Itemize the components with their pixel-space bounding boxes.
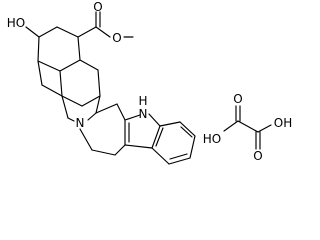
bond <box>79 128 93 151</box>
bond <box>77 36 81 61</box>
bond <box>151 125 161 149</box>
bond <box>97 69 101 97</box>
ester-carbonyl-oxygen-label: O <box>93 0 102 14</box>
bond <box>189 135 196 159</box>
bond <box>61 95 83 107</box>
bond <box>151 147 170 165</box>
bond <box>95 95 101 114</box>
bond <box>95 26 111 38</box>
bond <box>37 60 61 72</box>
bond <box>59 70 63 97</box>
bond <box>155 127 164 147</box>
bond <box>257 124 272 133</box>
bond <box>56 26 79 38</box>
oxalic-hydroxyl-left-label: HO <box>203 132 221 146</box>
bond <box>77 26 97 38</box>
bond <box>124 114 141 121</box>
yohimbine-bonds <box>25 11 196 165</box>
bond <box>67 117 75 122</box>
bond <box>159 121 181 127</box>
oxalic-carbonyl-oxygen-1-label: O <box>233 92 242 106</box>
bond <box>168 157 191 165</box>
bond <box>180 126 193 138</box>
bond <box>91 149 116 156</box>
indole-n-glyph: N <box>139 107 148 121</box>
bond <box>59 59 81 72</box>
bond <box>116 103 126 121</box>
ester-ether-oxygen-label: O <box>112 31 121 45</box>
bond <box>81 95 101 107</box>
bond <box>124 144 153 149</box>
hydroxyl-label: HO <box>7 16 25 30</box>
bond <box>179 121 196 137</box>
oxalic-acid-bonds <box>223 105 272 150</box>
oxalic-hydroxyl-right-label: OH <box>274 116 292 130</box>
bond <box>223 120 239 132</box>
bond <box>95 103 118 114</box>
bond <box>114 144 126 156</box>
indole-h-glyph: H <box>138 94 147 108</box>
bond <box>169 153 188 160</box>
oxalic-carbonyl-oxygen-2-label: O <box>253 149 262 163</box>
bond <box>38 26 58 38</box>
bond <box>37 36 40 62</box>
bond <box>41 84 63 97</box>
bond <box>79 59 99 71</box>
bond <box>237 120 259 133</box>
ring-nitrogen-label: N <box>76 116 85 130</box>
bond <box>148 113 161 127</box>
bond <box>25 26 40 38</box>
bond <box>87 112 97 121</box>
bond <box>61 95 69 119</box>
bond <box>37 60 43 86</box>
